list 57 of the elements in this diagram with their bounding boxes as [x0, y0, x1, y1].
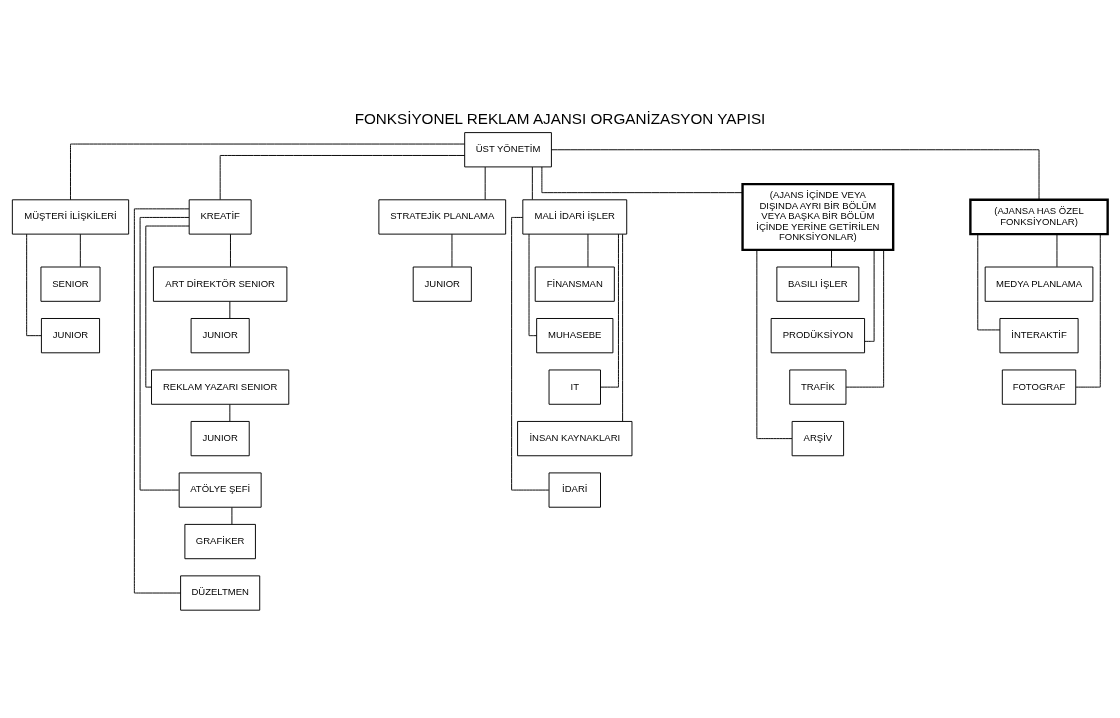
diagram-title: FONKSİYONEL REKLAM AJANSI ORGANİZASYON YAPISI: [354, 109, 766, 127]
node-box: PRODÜKSİYON: [770, 318, 866, 354]
node-box: DÜZELTMEN: [180, 575, 261, 611]
connector: [622, 233, 624, 422]
connector: [139, 216, 190, 491]
connector: [229, 301, 231, 319]
node-box: (AJANS İÇİNDE VEYA DIŞINDA AYRI BİR BÖLÜM VEYA BAŞKA BİR BÖLÜM İÇİNDE YERİNE GETİRİLEN FONKSİYONLAR): [741, 182, 895, 252]
node-box: ÜST YÖNETİM: [464, 132, 552, 168]
connector: [541, 166, 743, 194]
node-box: MUHASEBE: [536, 318, 614, 354]
node-box: IT: [548, 369, 601, 405]
connector: [600, 233, 619, 388]
node-box: REKLAM YAZARI SENIOR: [151, 369, 290, 405]
connector: [528, 233, 538, 337]
node-box: MEDYA PLANLAMA: [984, 266, 1094, 302]
node-box: JUNIOR: [190, 420, 250, 457]
connector: [531, 166, 533, 200]
connector: [1075, 233, 1101, 388]
node-box: ART DİREKTÖR SENIOR: [152, 266, 288, 302]
node-box: MÜŞTERİ İLİŞKİLERİ: [11, 199, 130, 235]
connector: [230, 233, 231, 268]
connector: [219, 155, 466, 200]
connector: [229, 404, 231, 422]
node-box: GRAFİKER: [184, 523, 256, 560]
node-box: (AJANSA HAS ÖZEL FONKSİYONLAR): [969, 198, 1109, 236]
node-box: İNTERAKTİF: [999, 318, 1079, 354]
node-box: STRATEJİK PLANLAMA: [378, 199, 507, 235]
node-box: ARŞİV: [791, 420, 845, 457]
connector: [511, 216, 550, 491]
node-box: FİNANSMAN: [534, 266, 615, 302]
connector: [977, 233, 1001, 331]
node-box: İNSAN KAYNAKLARI: [517, 420, 633, 457]
connector: [864, 249, 875, 342]
connector: [145, 225, 190, 388]
connector: [133, 208, 190, 594]
node-box: KREATİF: [188, 199, 252, 235]
connector: [79, 233, 81, 268]
node-box: İDARİ: [548, 472, 601, 508]
node-box: TRAFİK: [789, 369, 847, 405]
connector: [587, 233, 589, 268]
connector: [451, 233, 453, 268]
connector: [756, 249, 793, 440]
node-box: FOTOGRAF: [1001, 369, 1077, 405]
connector: [231, 507, 233, 525]
connector: [484, 166, 486, 200]
connector: [845, 249, 885, 388]
node-box: ATÖLYE ŞEFİ: [178, 472, 262, 508]
node-box: JUNIOR: [412, 266, 472, 302]
connector: [1056, 233, 1058, 268]
connector: [831, 249, 832, 268]
node-box: JUNIOR: [40, 318, 101, 354]
connector: [551, 149, 1040, 201]
connector: [70, 143, 465, 201]
node-box: SENIOR: [40, 266, 101, 302]
node-box: BASILI İŞLER: [776, 266, 860, 302]
node-box: MALİ İDARİ İŞLER: [522, 199, 628, 235]
node-box: JUNIOR: [190, 318, 250, 354]
